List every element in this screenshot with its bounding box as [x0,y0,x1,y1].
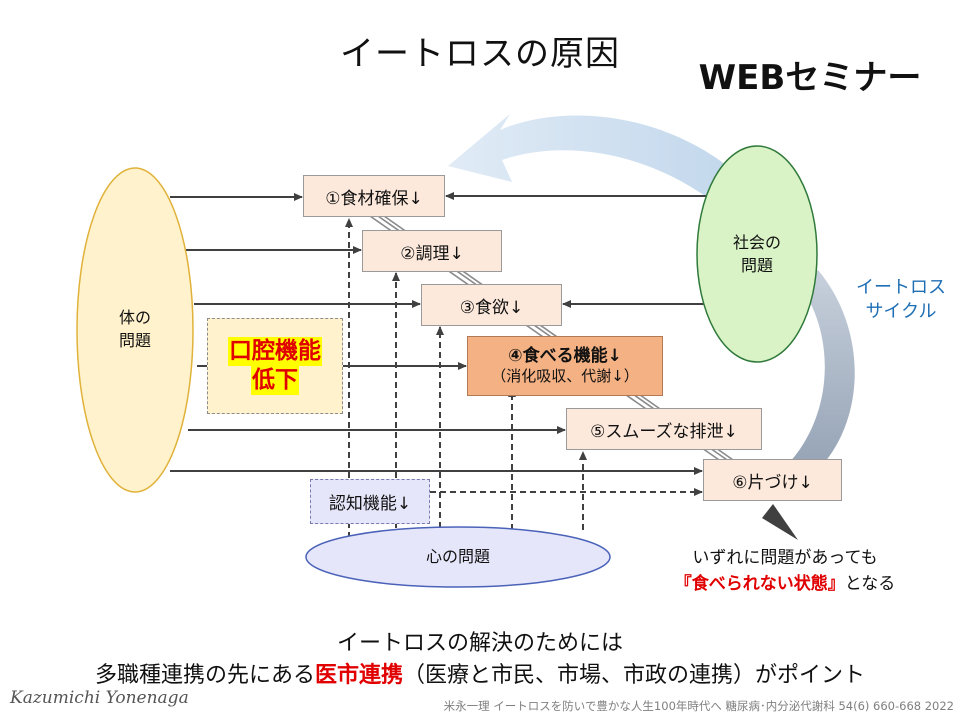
conclusion-line2-pre: 多職種連携の先にある [94,662,315,688]
page-title: イートロスの原因 [340,34,620,74]
web-seminar-label: WEBセミナー [698,58,922,98]
factor-food-procurement: ①食材確保↓ [303,175,445,217]
note-pointer-triangle [762,504,798,540]
mind-problem-ellipse [305,526,611,588]
conclusion-highlight: 医市連携 [314,662,403,688]
society-problem-label: 社会の 問題 [732,233,781,276]
factor-cleanup: ⑥片づけ↓ [703,459,842,501]
body-problem-label: 体の 問題 [118,308,151,351]
note-highlight: 『食べられない状態』 [674,573,845,594]
eat-loss-cycle-label: イートロス サイクル [856,277,946,323]
mind-problem-label: 心の問題 [425,547,490,566]
cycle-arrow-right [790,270,855,470]
conclusion-line2-post: （医療と市民、市場、市政の連携）がポイント [403,662,866,688]
society-problem-ellipse [696,145,818,363]
cognitive-function-box: 認知機能↓ [310,479,430,524]
cycle-arrow-top [448,114,735,198]
author-signature: Kazumichi Yonenaga [10,688,189,708]
factor-appetite: ③食欲↓ [421,284,562,326]
body-arrows [170,193,703,475]
note-line1: いずれに問題があっても [692,548,878,568]
factor-eating-function-sub: （消化吸収、代謝↓） [491,367,639,386]
body-problem-ellipse [76,167,194,493]
oral-function-decline-box: 口腔機能 低下 [207,318,343,414]
society-arrows [445,192,707,308]
conclusion-line2: 多職種連携の先にある医市連携（医療と市民、市場、市政の連携）がポイント [20,660,940,692]
factor-cooking: ②調理↓ [362,230,502,272]
conclusion-text: イートロスの解決のためには 多職種連携の先にある医市連携（医療と市民、市場、市政… [20,628,940,692]
conclusion-line1: イートロスの解決のためには [336,631,623,656]
note-line2-rest: となる [844,573,896,594]
note-line2: 『食べられない状態』となる [620,572,950,598]
oral-function-line1: 口腔機能 [228,337,322,366]
factor-excretion: ⑤スムーズな排泄↓ [566,408,762,450]
oral-function-line2: 低下 [251,366,299,395]
factor-eating-function: ④食べる機能↓ （消化吸収、代謝↓） [467,336,663,396]
factor-eating-function-main: ④食べる機能↓ [508,346,622,366]
note-text: いずれに問題があっても 『食べられない状態』となる [620,546,950,597]
citation-text: 米永一理 イートロスを防いで豊かな人生100年時代へ 糖尿病･内分泌代謝科 54… [443,699,954,713]
